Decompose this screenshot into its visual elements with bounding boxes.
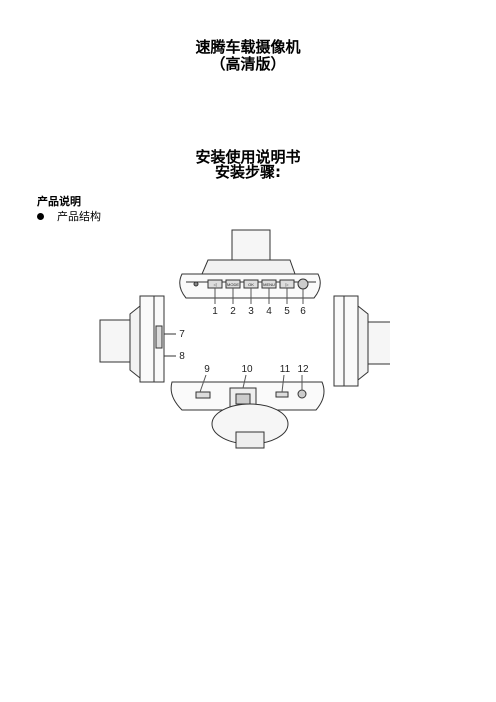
button-ok-label: OK xyxy=(248,282,254,287)
document-subtitle: （高清版） xyxy=(210,55,286,73)
section-title: 产品说明 xyxy=(37,195,81,208)
label-3: 3 xyxy=(248,306,254,317)
label-12: 12 xyxy=(297,364,309,375)
manual-heading: 安装使用说明书 xyxy=(195,148,301,166)
bullet-item: 产品结构 xyxy=(37,208,101,224)
label-9: 9 xyxy=(204,364,210,375)
label-7: 7 xyxy=(179,329,185,340)
right-side-view xyxy=(333,295,390,387)
label-8: 8 xyxy=(179,351,185,362)
button-menu-label: MENU xyxy=(263,282,275,287)
product-structure-diagram: ◁ MODE OK MENU ▷ 1 2 3 4 5 6 7 8 9 10 11… xyxy=(99,229,390,449)
bullet-dot-icon xyxy=(37,212,44,220)
button-left-label: ◁ xyxy=(213,282,217,287)
label-11: 11 xyxy=(280,364,291,375)
label-2: 2 xyxy=(230,306,236,317)
left-side-view xyxy=(99,295,176,383)
label-1: 1 xyxy=(212,306,218,317)
bottom-view-camera xyxy=(170,381,325,449)
button-right-label: ▷ xyxy=(285,282,289,287)
label-6: 6 xyxy=(300,306,306,317)
bullet-text: 产品结构 xyxy=(57,210,101,223)
steps-heading: 安装步骤: xyxy=(215,163,281,181)
label-4: 4 xyxy=(266,306,272,317)
button-mode-label: MODE xyxy=(227,282,239,287)
label-10: 10 xyxy=(241,364,253,375)
label-5: 5 xyxy=(284,306,290,317)
document-title: 速腾车载摄像机 xyxy=(195,38,301,56)
